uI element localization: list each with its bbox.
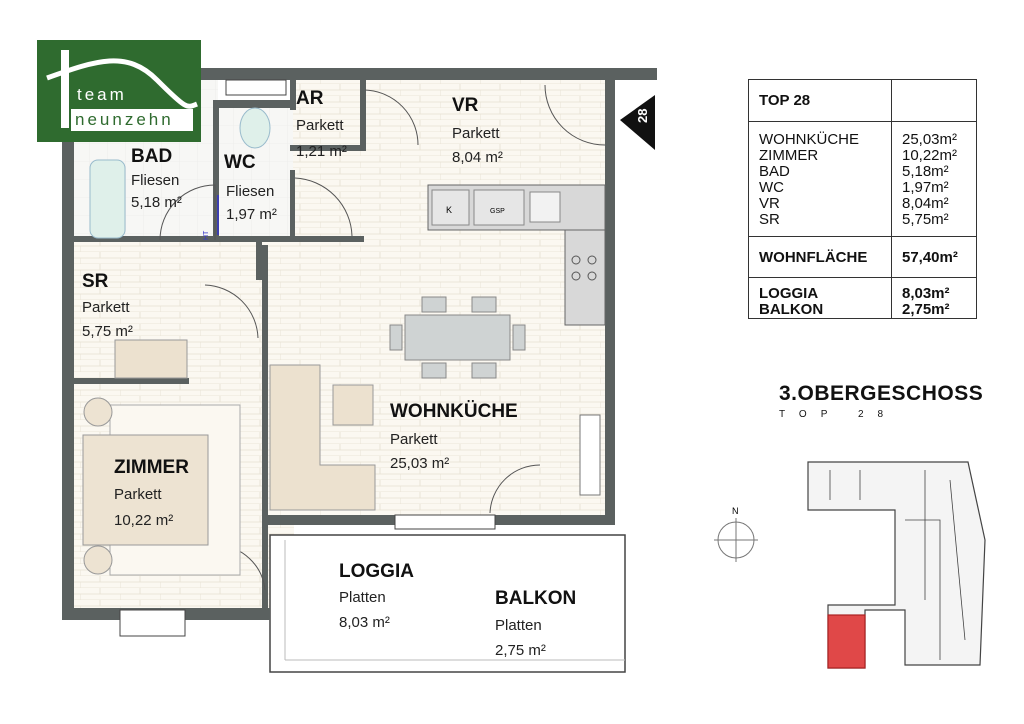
room-area: 5,18 m² — [131, 194, 182, 211]
room-name: WOHNKÜCHE — [759, 131, 859, 148]
room-area: 5,18m² — [901, 163, 949, 180]
room-name: ZIMMER — [759, 147, 819, 164]
room-floor: Platten — [339, 589, 386, 606]
wardrobe — [579, 414, 601, 496]
sofa — [269, 364, 376, 511]
room-area: 25,03m² — [901, 131, 958, 148]
room-zimmer: ZIMMER Parkett 10,22 m² — [114, 457, 189, 529]
unit-title: TOP 28 — [748, 79, 892, 122]
kitchen-counter — [427, 184, 606, 326]
room-area: 5,75m² — [901, 211, 949, 228]
fridge-label: K — [446, 205, 452, 215]
room-floor: Fliesen — [226, 183, 274, 200]
room-name: WC — [759, 179, 784, 196]
logo-mark — [46, 50, 198, 128]
room-name: WOHNKÜCHE — [390, 401, 518, 422]
room-wc: WC Fliesen 1,97 m² — [224, 152, 277, 223]
room-area: 2,75 m² — [495, 642, 546, 659]
bathtub — [89, 159, 126, 239]
outdoor-name: BALKON — [759, 301, 824, 318]
room-area: 8,03 m² — [339, 614, 390, 631]
room-area: 8,04m² — [901, 195, 949, 212]
window — [225, 79, 287, 96]
room-loggia: LOGGIA Platten 8,03 m² — [339, 561, 414, 631]
room-area: 8,04 m² — [452, 149, 503, 166]
room-name: VR — [759, 195, 780, 212]
dining-table — [389, 296, 526, 379]
room-floor: Parkett — [452, 125, 500, 142]
empty-cell — [890, 79, 978, 122]
room-sr: SR Parkett 5,75 m² — [82, 271, 133, 340]
outdoor-name: LOGGIA — [759, 285, 819, 302]
room-floor: Parkett — [296, 117, 344, 134]
unit-highlight — [827, 614, 866, 669]
window — [394, 514, 496, 530]
room-bad: BAD Fliesen 5,18 m² — [131, 146, 182, 211]
dishwasher-label: GSP — [490, 208, 505, 215]
floor-subtitle: TOP 28 — [779, 409, 898, 420]
room-area: 1,21 m² — [296, 143, 347, 160]
room-name: SR — [759, 211, 780, 228]
room-name: WC — [224, 152, 256, 173]
total-label: WOHNFLÄCHE — [748, 236, 892, 278]
floor-main — [293, 80, 608, 520]
compass-label: N — [732, 506, 739, 516]
brand-line1: team — [77, 85, 127, 104]
room-name: ZIMMER — [114, 457, 189, 478]
window — [119, 609, 186, 637]
room-name: SR — [82, 271, 109, 292]
bath-label: HT — [203, 230, 210, 240]
total-area: 57,40m² — [890, 236, 978, 278]
room-area: 10,22 m² — [114, 512, 173, 529]
bed — [82, 397, 241, 576]
toilet — [239, 107, 271, 149]
room-area: 25,03 m² — [390, 455, 449, 472]
outdoor-area: 2,75m² — [901, 301, 950, 318]
brand-logo: team neunzehn — [37, 40, 201, 142]
compass: N — [714, 506, 758, 562]
room-wohnkueche: WOHNKÜCHE Parkett 25,03 m² — [390, 401, 518, 472]
site-plan — [807, 461, 986, 669]
room-floor: Parkett — [82, 299, 130, 316]
room-area: 5,75 m² — [82, 323, 133, 340]
room-floor: Platten — [495, 617, 542, 634]
unit-marker-label: 28 — [635, 109, 650, 123]
brand-line2: neunzehn — [71, 109, 193, 131]
room-area: 1,97m² — [901, 179, 949, 196]
room-name: VR — [452, 95, 479, 116]
room-name: AR — [296, 88, 324, 109]
room-area: 1,97 m² — [226, 206, 277, 223]
room-floor: Fliesen — [131, 172, 179, 189]
floor-loggia — [269, 534, 626, 673]
room-name: BALKON — [495, 588, 576, 609]
unit-marker — [620, 95, 655, 150]
room-ar: AR Parkett 1,21 m² — [296, 88, 347, 160]
room-name: LOGGIA — [339, 561, 414, 582]
room-name: BAD — [759, 163, 790, 180]
floor-title: 3.OBERGESCHOSS — [779, 382, 984, 405]
shelf — [114, 339, 188, 379]
room-balkon: BALKON Platten 2,75 m² — [495, 588, 576, 659]
room-floor: Parkett — [114, 486, 162, 503]
room-floor: Parkett — [390, 431, 438, 448]
outdoor-area: 8,03m² — [901, 285, 950, 302]
room-area: 10,22m² — [901, 147, 958, 164]
room-vr: VR Parkett 8,04 m² — [452, 95, 503, 166]
doors — [159, 84, 606, 591]
room-name: BAD — [131, 146, 172, 167]
